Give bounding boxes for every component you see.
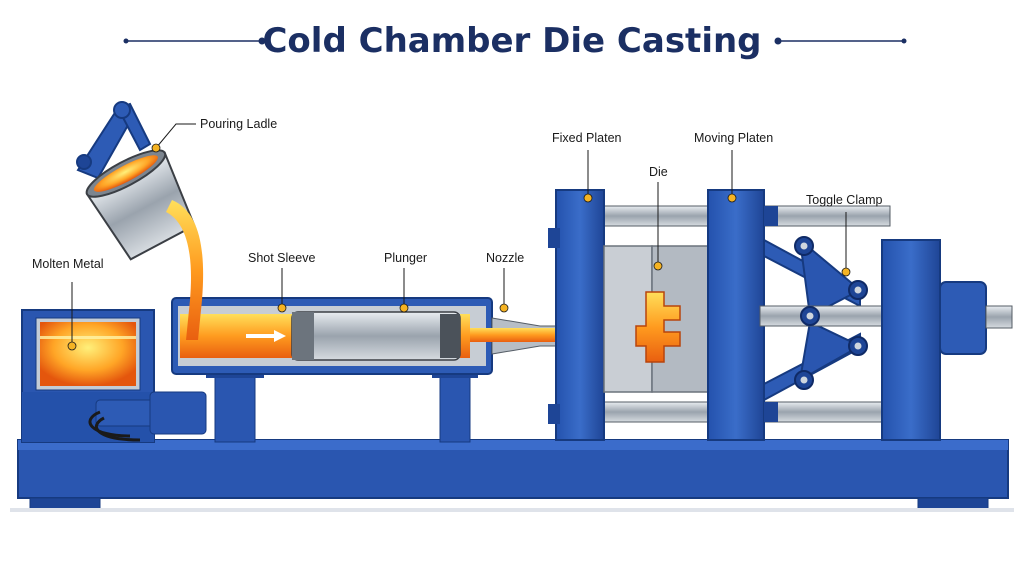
- label-die: Die: [649, 165, 668, 179]
- toggle-clamp: [759, 236, 901, 402]
- moving-platen: [707, 189, 778, 441]
- marker-toggle-clamp: [841, 267, 851, 277]
- hydraulic-unit: [88, 391, 207, 442]
- leader-pouring-ladle: [155, 123, 196, 149]
- molten-stream: [166, 200, 204, 340]
- label-pouring-ladle: Pouring Ladle: [200, 117, 277, 131]
- marker-plunger: [399, 303, 409, 313]
- label-shot-sleeve: Shot Sleeve: [248, 251, 315, 265]
- sleeve-supports: [206, 368, 478, 443]
- title-group: Cold Chamber Die Casting: [123, 21, 907, 61]
- title-dot-right: [774, 37, 782, 45]
- furnace: [21, 309, 155, 443]
- labels: Pouring Ladle Molten Metal Shot Sleeve P…: [32, 117, 882, 271]
- title-dot-right-end: [901, 38, 907, 44]
- title-dot-left-end: [123, 38, 129, 44]
- clamp-cylinder: [881, 239, 1013, 441]
- label-toggle-clamp: Toggle Clamp: [806, 193, 882, 207]
- molten-metal-pool: [40, 322, 136, 386]
- base-frame: [10, 439, 1014, 512]
- marker-fixed-platen: [583, 193, 593, 203]
- die: [603, 245, 711, 393]
- page-title: Cold Chamber Die Casting: [262, 21, 761, 61]
- label-plunger: Plunger: [384, 251, 427, 265]
- die-cavity-casting: [635, 291, 681, 363]
- title-dot-left: [258, 37, 266, 45]
- label-moving-platen: Moving Platen: [694, 131, 773, 145]
- label-fixed-platen: Fixed Platen: [552, 131, 622, 145]
- marker-nozzle: [499, 303, 509, 313]
- fixed-platen: [548, 189, 605, 441]
- marker-moving-platen: [727, 193, 737, 203]
- label-nozzle: Nozzle: [486, 251, 524, 265]
- plunger: [291, 311, 461, 361]
- label-molten-metal: Molten Metal: [32, 257, 104, 271]
- marker-molten-metal: [67, 341, 77, 351]
- label-markers: [67, 143, 851, 351]
- marker-shot-sleeve: [277, 303, 287, 313]
- leader-lines: [71, 123, 847, 346]
- marker-die: [653, 261, 663, 271]
- marker-pouring-ladle: [151, 143, 161, 153]
- direction-arrow-icon: [274, 330, 286, 342]
- pouring-ladle: [76, 101, 204, 340]
